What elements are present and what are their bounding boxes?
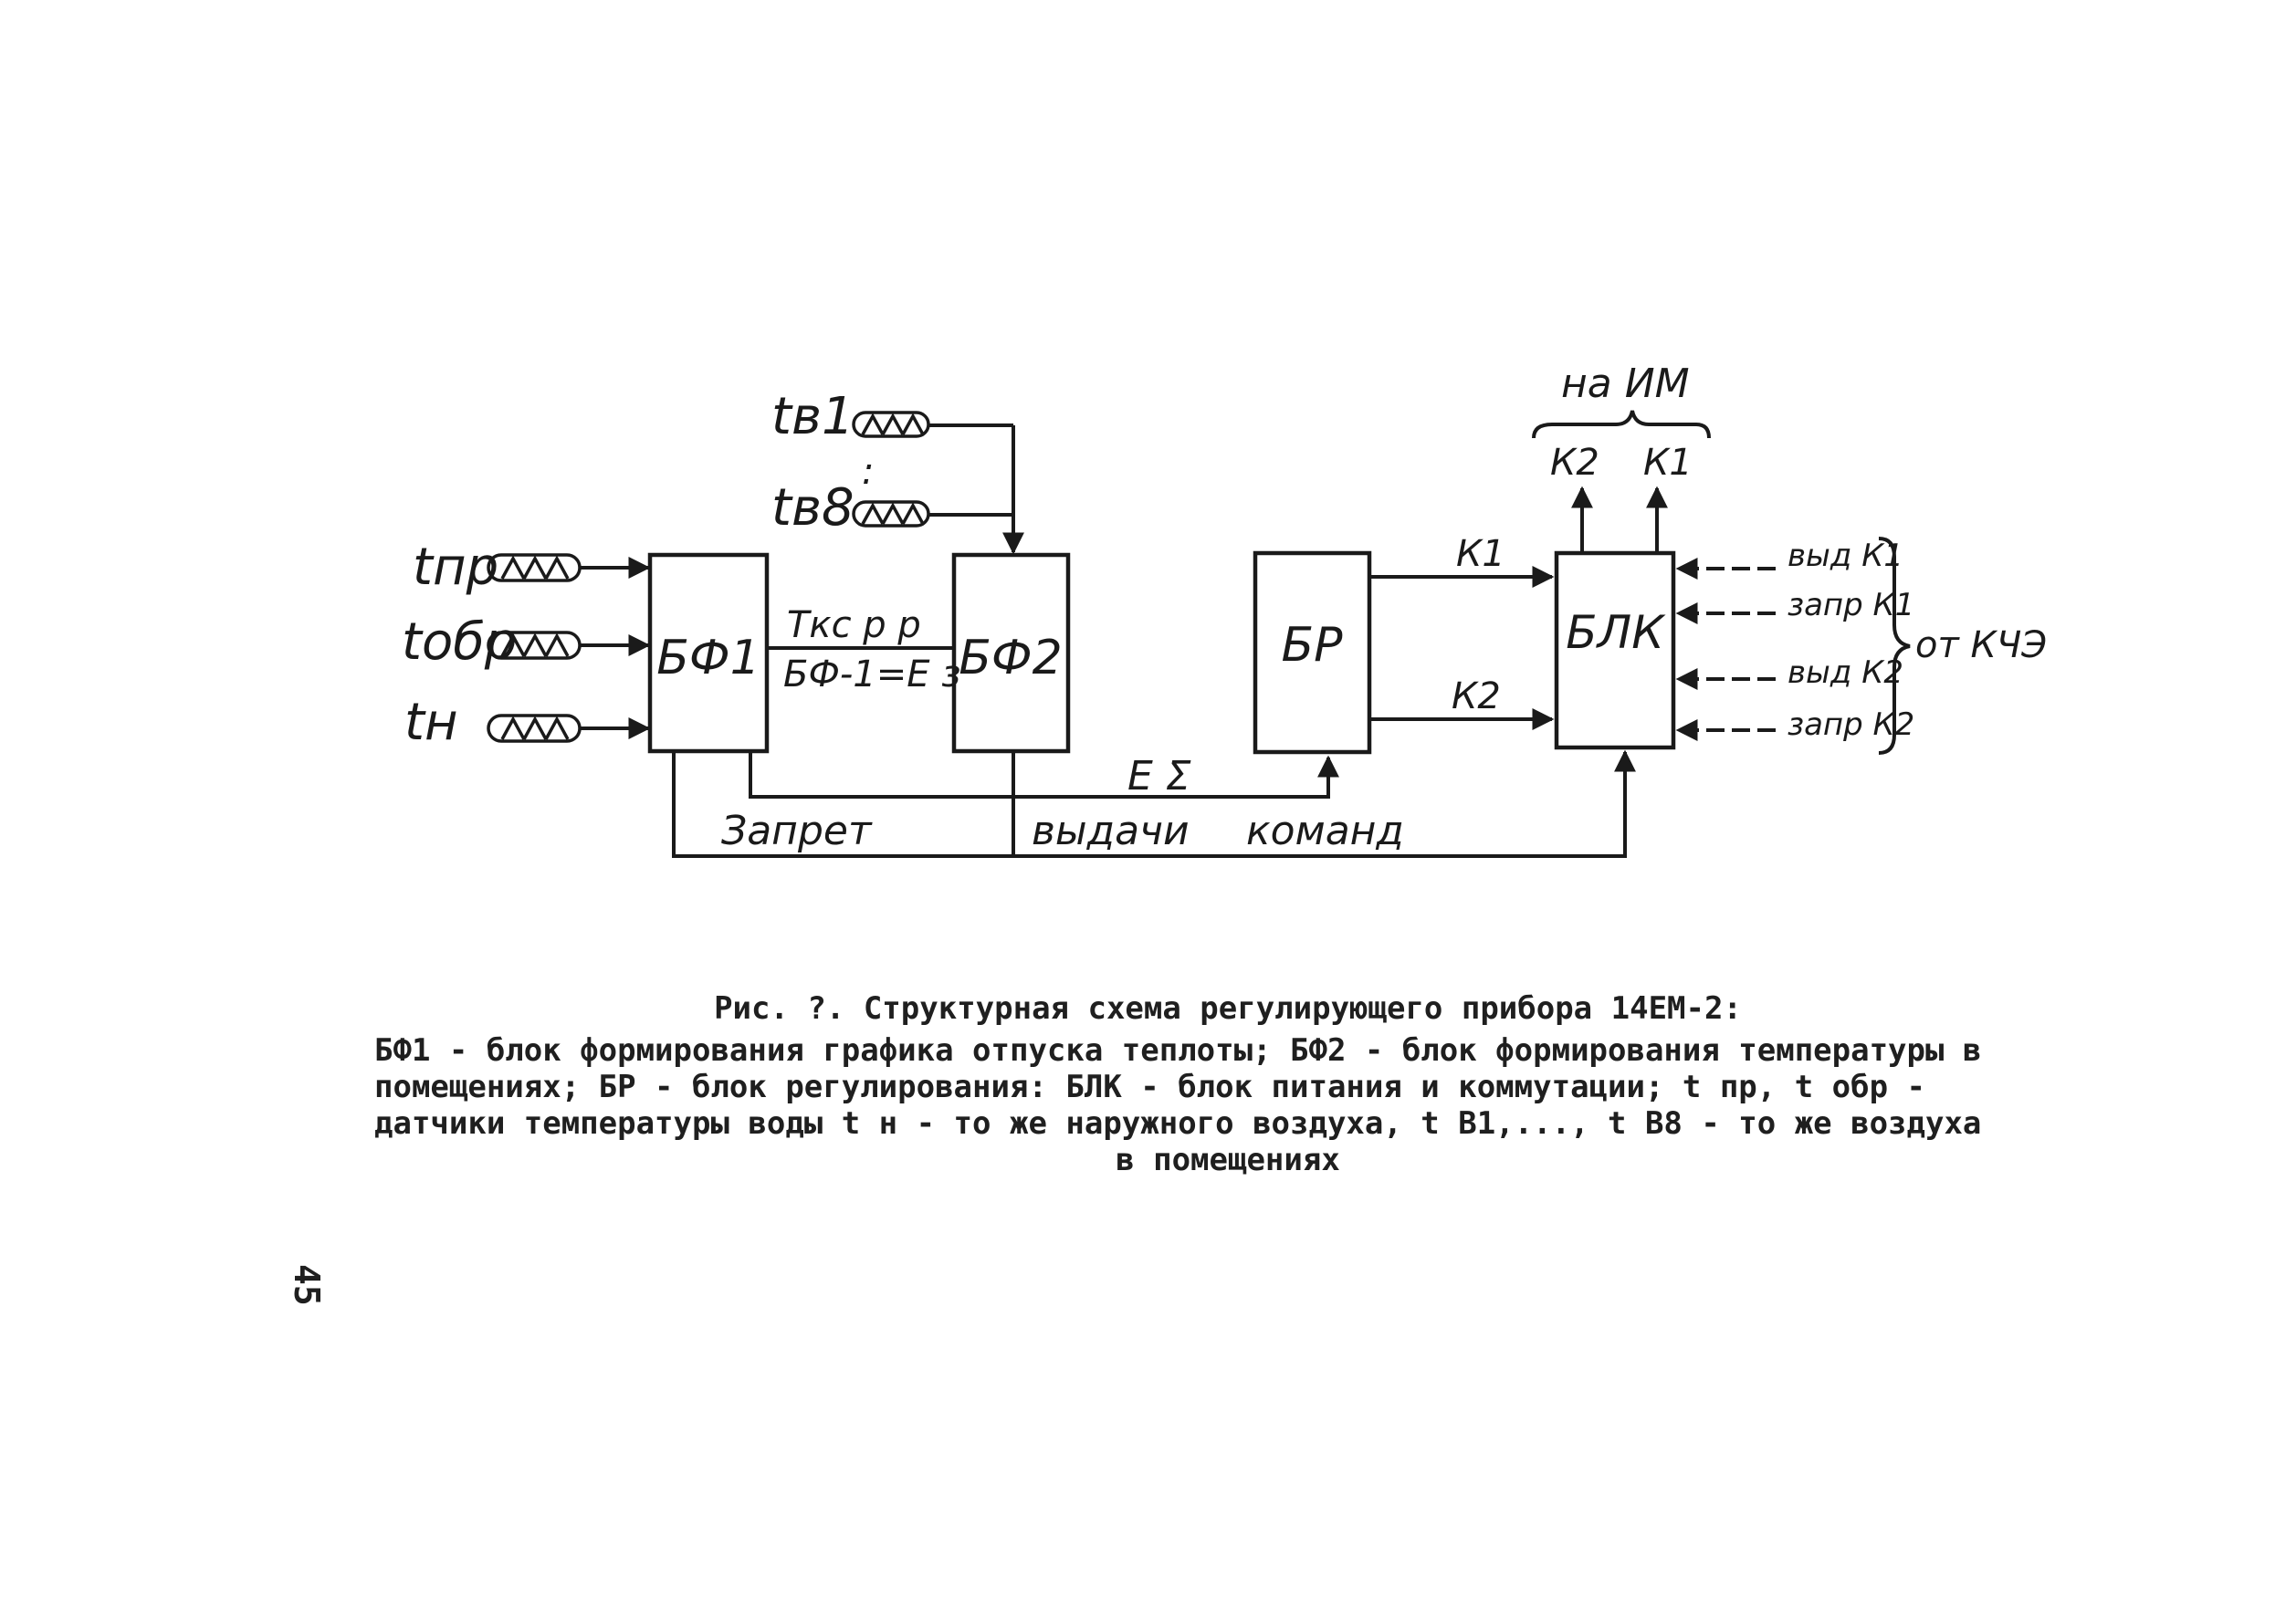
- inhibit-word-2: выдачи: [1032, 808, 1190, 854]
- caption-line: в помещениях: [1116, 1142, 1340, 1178]
- block-bf1: БФ1: [647, 552, 770, 754]
- sensor-t-v1: tв1: [771, 387, 1013, 446]
- figure-caption: Рис. ?. Структурная схема регулирующего …: [374, 990, 2081, 1178]
- block-blk-label: БЛК: [1566, 606, 1666, 659]
- sensor-t-n-label: tн: [404, 693, 458, 752]
- epsilon-label: Е Σ: [1127, 753, 1191, 800]
- inputs-source-label: от КЧЭ: [1915, 624, 2047, 666]
- sensor-t-obr: tобр: [402, 612, 651, 672]
- block-bf1-label: БФ1: [656, 631, 760, 685]
- caption-title: Рис. ?. Структурная схема регулирующего …: [714, 990, 1742, 1027]
- sensor-symbol-icon: [487, 714, 582, 743]
- link-label-bottom: БФ-1=Е з: [783, 653, 961, 695]
- inhibit-word-1: Запрет: [721, 808, 873, 854]
- sensor-ellipsis: :: [862, 451, 874, 493]
- inhibit-word-3: команд: [1246, 808, 1404, 854]
- block-bf2: БФ2: [951, 552, 1071, 754]
- block-bf2-label: БФ2: [959, 631, 1063, 685]
- out-k1-label: К1: [1643, 442, 1693, 484]
- k2-label: К2: [1452, 675, 1501, 717]
- sensor-t-pr-label: tпр: [413, 538, 498, 597]
- page-number: 45: [287, 1264, 327, 1306]
- block-br: БР: [1253, 550, 1372, 755]
- inputs-brace: [1878, 537, 1911, 755]
- sensor-t-v8: tв8: [771, 478, 1013, 538]
- block-br-label: БР: [1281, 618, 1343, 673]
- sensor-t-v1-label: tв1: [771, 387, 854, 446]
- outputs-brace: [1532, 410, 1711, 439]
- block-blk: БЛК: [1554, 550, 1676, 750]
- sensor-t-v8-label: tв8: [771, 478, 854, 538]
- sensor-t-n: tн: [404, 693, 651, 752]
- caption-line: БФ1 - блок формирования графика отпуска …: [374, 1032, 1982, 1069]
- sensor-symbol-icon: [852, 500, 930, 528]
- caption-line: помещениях; БР - блок регулирования: БЛК…: [374, 1069, 1925, 1105]
- k1-label: К1: [1456, 533, 1505, 575]
- input-label: выд К2: [1788, 654, 1903, 691]
- sensor-t-pr: tпр: [413, 538, 651, 597]
- link-label-top: Ткс р р: [787, 604, 921, 646]
- out-k2-label: К2: [1550, 442, 1599, 484]
- sensor-symbol-icon: [487, 553, 582, 582]
- sensor-symbol-icon: [852, 411, 930, 438]
- input-label: выд К1: [1788, 538, 1903, 574]
- caption-line: датчики температуры воды t н - то же нар…: [374, 1105, 1982, 1142]
- sensor-t-obr-label: tобр: [402, 612, 517, 672]
- sensor-symbol-icon: [487, 631, 582, 660]
- outputs-header: на ИМ: [1561, 361, 1690, 407]
